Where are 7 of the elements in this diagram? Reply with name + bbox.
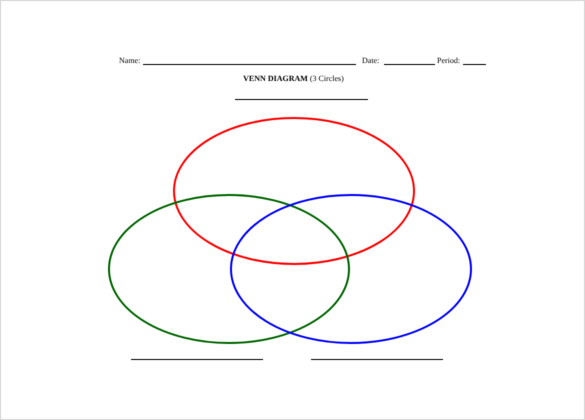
venn-circle [173, 117, 415, 265]
title: VENN DIAGRAM (3 Circles) [243, 74, 344, 83]
field-label: Name: [119, 56, 140, 66]
venn-circle [108, 194, 350, 344]
field-label: Date: [362, 56, 380, 66]
field-label: Period: [437, 56, 460, 66]
venn-circle [230, 194, 472, 344]
